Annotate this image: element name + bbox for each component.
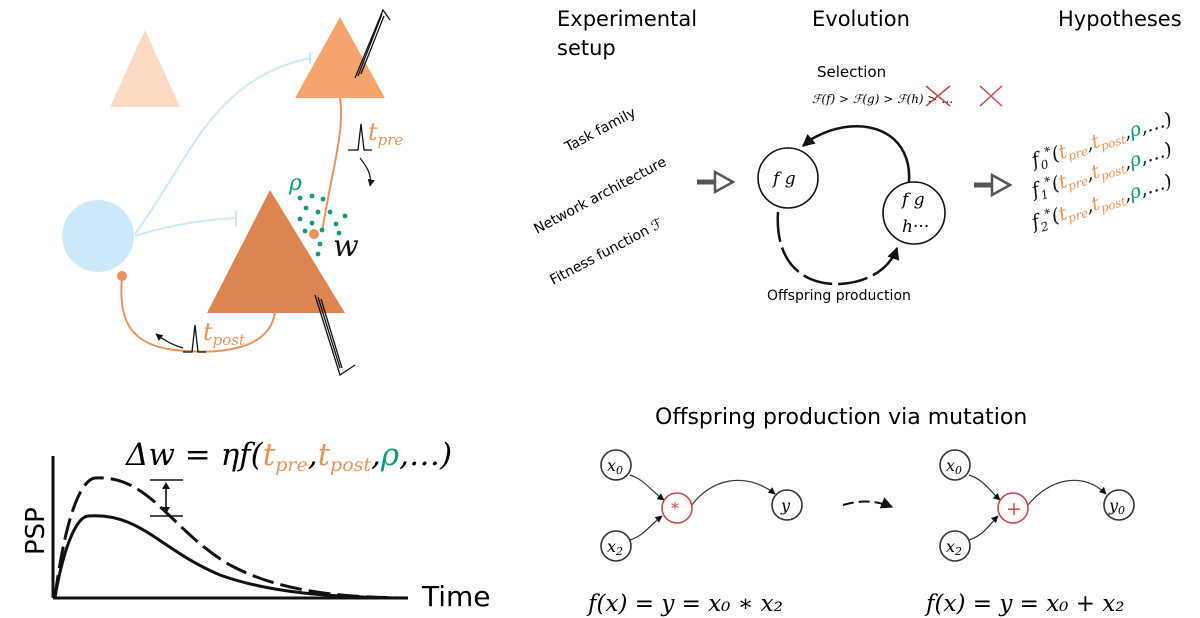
- setup-fitness-function: Fitness function ℱ: [547, 215, 665, 288]
- faded-neuron: [110, 30, 180, 107]
- graph-after: x0 x2 + y0 f(x) = y = x₀ + x₂: [924, 449, 1135, 617]
- svg-text:+: +: [1006, 498, 1022, 520]
- node-op-plus: [997, 492, 1029, 524]
- psp-ylabel: PSP: [21, 507, 51, 555]
- postsynaptic-neuron: [207, 190, 345, 313]
- header-setup: setup: [557, 36, 616, 60]
- psp-curve-after: [53, 476, 406, 600]
- svg-text:y: y: [780, 496, 791, 515]
- spike-post-icon: [183, 324, 206, 353]
- rho-label: ρ: [288, 171, 302, 196]
- neuron-panel: tpre tpost ρ w: [62, 8, 403, 377]
- population-node-left: [757, 147, 819, 209]
- svg-text:f g: f g: [771, 169, 796, 189]
- mutation-panel: Offspring production via mutation x0 x2 …: [586, 405, 1135, 617]
- psp-equation: Δw = ηf(tpre,tpost,ρ,…): [125, 437, 452, 476]
- graph-before: x0 x2 * y f(x) = y = x₀ ∗ x₂: [586, 449, 803, 617]
- svg-text:*: *: [671, 499, 679, 518]
- t-pre-label: tpre: [368, 118, 403, 149]
- header-evolution: Evolution: [812, 7, 910, 31]
- svg-text:x2: x2: [607, 537, 623, 558]
- mutation-title: Offspring production via mutation: [655, 405, 1027, 430]
- psp-plot: Δw = ηf(tpre,tpost,ρ,…) PSP Time: [21, 437, 491, 613]
- node-op-multiply: [661, 492, 693, 524]
- population-node-right: [882, 181, 946, 245]
- header-hypotheses: Hypotheses: [1058, 7, 1182, 31]
- t-post-label: tpost: [203, 318, 246, 349]
- neuromodulator-dots: [297, 193, 348, 257]
- node-x0-after: [939, 449, 971, 481]
- formula-after: f(x) = y = x₀ + x₂: [924, 591, 1125, 617]
- mutation-arrow-icon: [842, 497, 894, 509]
- cross-out-icon: [925, 85, 1003, 107]
- header-experimental: Experimental: [557, 7, 697, 31]
- svg-text:f g: f g: [900, 190, 925, 210]
- evolution-cycle: Selection ℱ(f) > ℱ(g) > ℱ(h) > … f g f g…: [757, 63, 1003, 304]
- hypotheses-list: f0*(tpre,tpost,ρ,…)f1*(tpre,tpost,ρ,…)f2…: [1027, 108, 1175, 235]
- node-x2: [600, 530, 632, 562]
- setup-items: Task family Network architecture Fitness…: [531, 105, 669, 289]
- svg-text:y0: y0: [1108, 496, 1125, 517]
- arrow-evolution-to-hypotheses-icon: [974, 172, 1013, 198]
- w-label: w: [333, 229, 359, 264]
- offspring-label: Offspring production: [767, 288, 911, 304]
- fitness-ordering: ℱ(f) > ℱ(g) > ℱ(h) > …: [812, 92, 953, 106]
- svg-text:h···: h···: [902, 217, 929, 237]
- electrode-post-icon: [314, 294, 356, 377]
- psp-xlabel: Time: [421, 580, 491, 613]
- svg-text:x0: x0: [607, 456, 623, 477]
- psp-curve-before: [53, 514, 401, 600]
- electrode-pre-icon: [354, 8, 391, 79]
- arrow-setup-to-evolution-icon: [697, 169, 736, 195]
- svg-text:x2: x2: [946, 537, 962, 558]
- formula-before: f(x) = y = x₀ ∗ x₂: [586, 591, 783, 617]
- node-x0: [600, 449, 632, 481]
- svg-text:x0: x0: [946, 456, 962, 477]
- node-x2-after: [939, 530, 971, 562]
- node-y0: [1103, 489, 1135, 521]
- input-neuron: [62, 200, 134, 272]
- node-y: [771, 489, 803, 521]
- spike-pre-icon: [348, 123, 372, 151]
- setup-task-family: Task family: [561, 105, 638, 156]
- selection-label: Selection: [817, 63, 886, 81]
- presynaptic-neuron: [295, 17, 385, 98]
